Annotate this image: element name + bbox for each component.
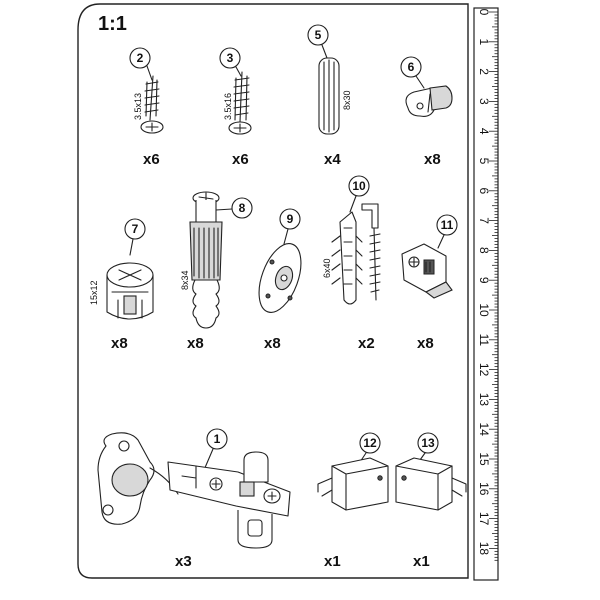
- part-3: 3 3.5x16 x6: [219, 47, 252, 168]
- part-12-number: 12: [363, 436, 377, 450]
- part-9-number: 9: [287, 212, 294, 226]
- ruler-label: 9: [477, 277, 491, 284]
- part-1-number: 1: [214, 432, 221, 446]
- part-10-number-circle: [348, 175, 370, 197]
- part-7-quantity: x8: [111, 335, 128, 352]
- ruler-body: [473, 7, 499, 581]
- part-6-number: 6: [408, 60, 415, 74]
- ruler-label: 5: [477, 158, 491, 165]
- part-8-quantity: x8: [187, 335, 204, 352]
- part-2-dimension: 3.5x13: [133, 93, 143, 120]
- part-10-quantity: x2: [358, 335, 375, 352]
- part-8-number: 8: [239, 201, 246, 215]
- part-5-number-circle: [307, 24, 329, 46]
- ruler-ticks: [489, 11, 498, 561]
- part-10: 10 6x40 x2: [322, 175, 381, 352]
- part-2: 2 3.5x13 x6: [129, 47, 164, 168]
- ruler-label: 18: [477, 542, 491, 556]
- wall-plug-10-icon: [331, 211, 363, 305]
- screw-2-icon: [140, 75, 164, 134]
- part-7-dimension: 15x12: [89, 280, 99, 305]
- part-5-number: 5: [315, 28, 322, 42]
- ruler-label: 14: [477, 423, 491, 437]
- part-5: 5 8x30 x4: [307, 24, 352, 168]
- part-1: 1 x3: [97, 428, 291, 570]
- ruler-label: 4: [477, 128, 491, 135]
- part-13-number-circle: [417, 432, 439, 454]
- part-12: 12 x1: [317, 432, 389, 570]
- part-3-number-circle: [219, 47, 241, 69]
- ruler-label: 7: [477, 217, 491, 224]
- part-8: 8 8x34 x8: [180, 191, 253, 352]
- part-5-dimension: 8x30: [342, 90, 352, 110]
- part-1-quantity: x3: [175, 553, 192, 570]
- part-11: 11 x8: [401, 214, 458, 352]
- corner-cover-12-icon: [317, 457, 389, 511]
- part-13: 13 x1: [395, 432, 467, 570]
- part-13-number: 13: [421, 436, 435, 450]
- part-3-quantity: x6: [232, 151, 249, 168]
- part-11-number: 11: [441, 218, 454, 232]
- ruler-label: 15: [477, 452, 491, 466]
- part-7-number: 7: [132, 222, 139, 236]
- ruler-label: 1: [477, 38, 491, 45]
- ruler-label: 8: [477, 247, 491, 254]
- part-7-number-circle: [124, 218, 146, 240]
- part-2-quantity: x6: [143, 151, 160, 168]
- part-11-quantity: x8: [417, 335, 434, 352]
- part-9-number-circle: [279, 208, 301, 230]
- part-7: 7 15x12 x8: [89, 218, 154, 352]
- scale-label: 1:1: [98, 13, 127, 35]
- part-8-dimension: 8x34: [180, 270, 190, 290]
- ruler-label: 0: [477, 9, 491, 16]
- cam-lock-7-icon: [106, 262, 154, 320]
- corner-cover-13-icon: [395, 457, 467, 511]
- screw-3-icon: [228, 71, 252, 135]
- part-12-number-circle: [359, 432, 381, 454]
- ruler-label: 11: [477, 334, 491, 347]
- ruler-label: 3: [477, 98, 491, 105]
- ruler-label: 12: [477, 363, 491, 377]
- part-5-quantity: x4: [324, 151, 341, 168]
- part-3-number: 3: [227, 51, 234, 65]
- bracket-11-icon: [401, 243, 453, 299]
- ruler-label: 13: [477, 393, 491, 407]
- part-2-number-circle: [129, 47, 151, 69]
- part-9-quantity: x8: [264, 335, 281, 352]
- dowel-5-icon: [318, 57, 340, 135]
- part-6-quantity: x8: [424, 151, 441, 168]
- hinge-1-icon: [97, 432, 291, 549]
- part-1-number-circle: [206, 428, 228, 450]
- part-6-number-circle: [400, 56, 422, 78]
- part-6: 6 x8: [400, 56, 453, 168]
- part-10-dimension: 6x40: [322, 258, 332, 278]
- part-11-number-circle: [436, 214, 458, 236]
- washer-9-icon: [258, 243, 302, 313]
- part-13-quantity: x1: [413, 553, 430, 570]
- ruler-label: 6: [477, 187, 491, 194]
- ruler-label: 17: [477, 512, 491, 526]
- hook-screw-10-icon: [361, 203, 381, 301]
- part-9: 9 x8: [258, 208, 302, 352]
- part-12-quantity: x1: [324, 553, 341, 570]
- part-2-number: 2: [137, 51, 144, 65]
- part-8-number-circle: [231, 197, 253, 219]
- part-3-dimension: 3.5x16: [223, 93, 233, 120]
- shelf-support-6-icon: [405, 85, 453, 117]
- ruler-label: 10: [477, 303, 491, 317]
- ruler-label: 2: [477, 68, 491, 75]
- connector-bolt-8-icon: [189, 191, 223, 329]
- part-10-number: 10: [352, 179, 366, 193]
- ruler-label: 16: [477, 482, 491, 496]
